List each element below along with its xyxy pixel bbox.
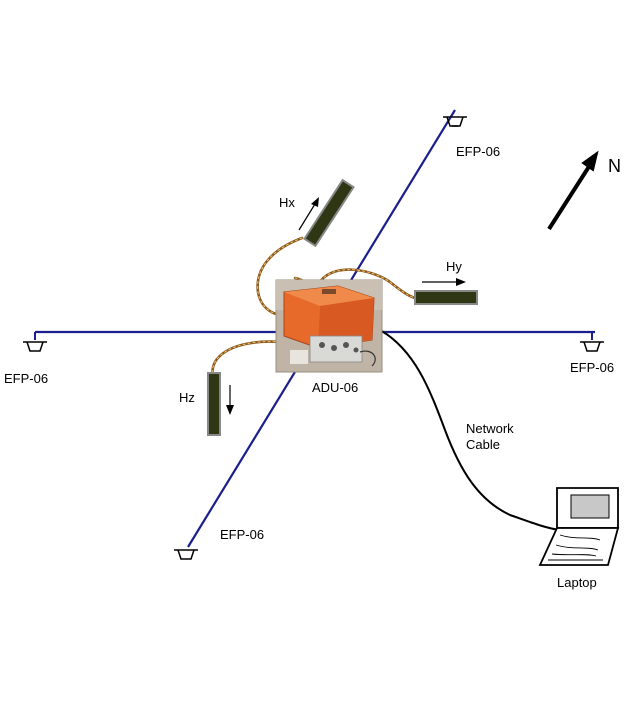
- hz-coil: [207, 372, 221, 436]
- north-arrow-icon: [547, 150, 599, 231]
- hy-arrow: [422, 278, 466, 286]
- electrode-symbol-ne: [443, 116, 467, 127]
- label-network-line2: Cable: [466, 437, 500, 452]
- cable-hz: [211, 340, 282, 378]
- hz-arrow: [226, 385, 234, 415]
- hx-coil: [303, 178, 355, 248]
- electrode-symbol-sw: [174, 549, 198, 560]
- label-efp-ne: EFP-06: [456, 144, 500, 159]
- label-efp-w: EFP-06: [4, 371, 48, 386]
- hx-arrow: [298, 197, 319, 231]
- electrode-symbol-w: [23, 341, 47, 352]
- label-network-line1: Network: [466, 421, 514, 436]
- label-hy: Hy: [446, 259, 462, 274]
- label-hz: Hz: [179, 390, 195, 405]
- label-hx: Hx: [279, 195, 295, 210]
- label-north: N: [608, 156, 621, 176]
- hy-coil: [414, 290, 478, 305]
- electrode-symbol-e: [580, 341, 604, 352]
- label-laptop: Laptop: [557, 575, 597, 590]
- label-adu: ADU-06: [312, 380, 358, 395]
- adu-06-unit: [275, 279, 383, 373]
- network-cable: [379, 329, 561, 531]
- label-efp-sw: EFP-06: [220, 527, 264, 542]
- label-efp-e: EFP-06: [570, 360, 614, 375]
- laptop-icon: [538, 487, 620, 566]
